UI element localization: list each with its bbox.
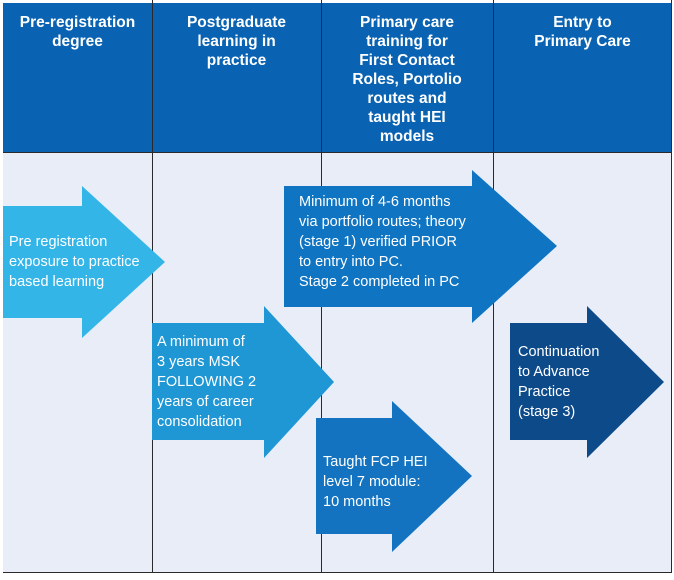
arrow-pre-registration-text: Pre registration exposure to practice ba… (9, 234, 140, 290)
arrow-portfolio (284, 170, 557, 323)
header-primary-care-training: Primary care training for First Contact … (321, 3, 493, 152)
header-postgraduate: Postgraduate learning in practice (152, 3, 321, 152)
arrow-portfolio-text: Minimum of 4-6 months via portfolio rout… (299, 194, 466, 290)
arrow-advance-practice (510, 306, 664, 458)
header-entry-primary-care: Entry to Primary Care (493, 3, 672, 152)
grid-line-1 (152, 0, 153, 573)
arrow-postgraduate (152, 306, 334, 458)
arrow-advance-practice-text: Continuation to Advance Practice (stage … (518, 344, 600, 420)
arrow-pre-registration (3, 186, 165, 338)
arrow-taught-hei-text: Taught FCP HEI level 7 module: 10 months (323, 454, 428, 510)
grid-line-right (671, 0, 672, 573)
arrow-postgraduate-text: A minimum of 3 years MSK FOLLOWING 2 yea… (157, 334, 257, 430)
header-pre-registration: Pre-registration degree (3, 3, 152, 152)
grid-line-bottom (3, 572, 672, 573)
grid-line-header-bottom (3, 152, 672, 153)
arrow-taught-hei (316, 401, 472, 552)
